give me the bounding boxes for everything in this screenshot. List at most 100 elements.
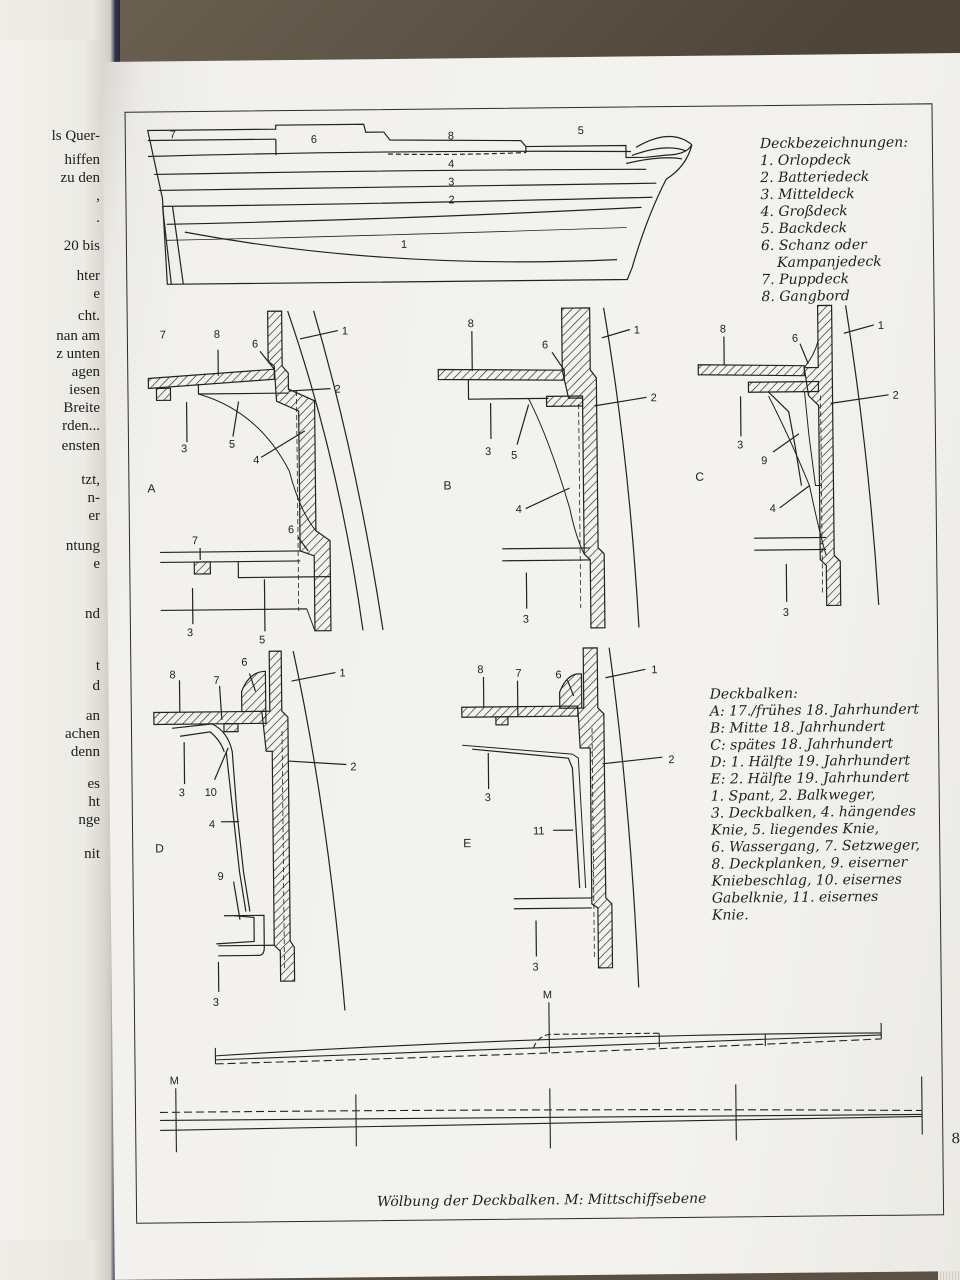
section-e xyxy=(461,647,663,988)
beam-legend-item: Gabelknie, 11. eisernes xyxy=(711,888,879,907)
section-letter: B xyxy=(443,478,451,492)
left-page-text-line: nan am xyxy=(56,328,100,344)
left-page-text-line: nge xyxy=(78,812,100,828)
callout-label: 7 xyxy=(160,329,166,341)
camber-label-m-left: M xyxy=(170,1075,179,1087)
callout-label: 1 xyxy=(878,320,884,332)
beam-legend-item: C: spätes 18. Jahrhundert xyxy=(710,735,894,754)
callout-label: 8 xyxy=(214,329,220,341)
callout-label: 3 xyxy=(181,443,187,455)
callout-label: 3 xyxy=(783,607,789,619)
callout-label: 3 xyxy=(179,787,185,799)
figure-frame: 7 6 8 5 4 3 2 1 xyxy=(124,103,945,1224)
beam-legend-title: Deckbalken: xyxy=(709,685,798,703)
beam-legend: Deckbalken: A: 17./frühes 18. Jahrhunder… xyxy=(710,684,922,924)
left-page-text-line: agen xyxy=(71,364,100,380)
callout-label: 5 xyxy=(229,439,235,451)
left-page-text-line: es xyxy=(87,776,101,792)
left-page-text-line: Breite xyxy=(63,400,100,416)
left-page-text-line: iesen xyxy=(69,382,100,398)
callout-label: 3 xyxy=(737,439,743,451)
deck-legend-item: 6. Schanz oder xyxy=(760,237,867,255)
left-page-text-line: nd xyxy=(85,606,100,622)
callout-label: 6 xyxy=(555,669,561,681)
deck-legend-item: 3. Mitteldeck xyxy=(760,186,855,204)
left-page-text-line: n- xyxy=(87,490,101,506)
left-page-text-line: zu den xyxy=(60,170,100,186)
beam-legend-item: 6. Wassergang, 7. Setzweger, xyxy=(711,837,921,856)
section-a xyxy=(147,310,384,632)
callout-label: 6 xyxy=(542,339,548,351)
callout-label: 3 xyxy=(213,997,219,1009)
callout-label: 9 xyxy=(217,871,223,883)
hull-label: 3 xyxy=(448,176,454,188)
hull-label: 4 xyxy=(448,158,454,170)
left-page-text-line: ntung xyxy=(65,538,100,554)
left-page-text-line: denn xyxy=(70,744,100,760)
hull-label: 8 xyxy=(448,130,454,142)
callout-label: 2 xyxy=(334,384,340,396)
left-page-text-line: e xyxy=(93,286,100,302)
callout-label: 8 xyxy=(477,664,483,676)
callout-label: 2 xyxy=(892,390,898,402)
section-c xyxy=(697,304,889,607)
hull-profile xyxy=(146,123,693,285)
left-page-text-line: ht xyxy=(88,794,100,810)
callout-label: 1 xyxy=(651,664,657,676)
callout-label: 1 xyxy=(339,667,345,679)
callout-label: 4 xyxy=(209,819,215,831)
camber-label-m-top: M xyxy=(543,989,552,1001)
callout-label: 5 xyxy=(259,634,265,646)
left-page-text-line: 20 bis xyxy=(63,238,100,254)
left-page-text-line: hiffen xyxy=(64,152,100,168)
section-e-labels: 8 7 6 1 2 3 11 3 E xyxy=(463,664,674,974)
deck-legend-item: 7. Puppdeck xyxy=(761,271,850,289)
hull-labels: 7 6 8 5 4 3 2 1 xyxy=(170,125,584,251)
ship-diagram: 7 6 8 5 4 3 2 1 xyxy=(146,123,923,1153)
callout-label: 8 xyxy=(468,318,474,330)
left-page-text-line: d xyxy=(92,678,101,694)
deck-legend-item: 1. Orlopdeck xyxy=(759,152,852,170)
deck-legend-title: Deckbezeichnungen: xyxy=(759,134,909,153)
section-d-labels: 8 6 7 1 2 3 10 4 9 3 D xyxy=(155,657,356,1009)
section-a-labels: 7 8 6 1 2 3 5 4 7 6 3 5 A xyxy=(147,325,348,646)
left-page-text-line: , xyxy=(96,188,100,204)
left-page-text-line: er xyxy=(88,508,100,524)
beam-legend-item: D: 1. Hälfte 19. Jahrhundert xyxy=(710,752,911,771)
left-page-text-line: cht. xyxy=(77,308,100,324)
left-page-text-line: an xyxy=(85,708,100,724)
beam-legend-item: Knie, 5. liegendes Knie, xyxy=(710,820,880,839)
hull-label: 2 xyxy=(448,194,454,206)
right-page: 7 6 8 5 4 3 2 1 xyxy=(102,53,960,1280)
hull-label: 1 xyxy=(401,239,407,251)
callout-label: 4 xyxy=(770,503,776,515)
callout-label: 2 xyxy=(350,761,356,773)
callout-label: 3 xyxy=(523,614,529,626)
callout-label: 11 xyxy=(533,825,545,837)
figure-caption: Wölbung der Deckbalken. M: Mittschiffseb… xyxy=(376,1190,707,1211)
hull-label: 6 xyxy=(311,134,317,146)
left-page-text-line: ls Quer- xyxy=(51,128,100,144)
section-letter: A xyxy=(147,481,155,495)
hull-label: 5 xyxy=(578,125,584,137)
callout-label: 6 xyxy=(252,338,258,350)
left-page-text-line: hter xyxy=(76,268,100,284)
beam-legend-item: A: 17./frühes 18. Jahrhundert xyxy=(709,701,920,720)
beam-legend-item: 1. Spant, 2. Balkweger, xyxy=(710,786,876,805)
callout-label: 6 xyxy=(241,657,247,669)
callout-label: 9 xyxy=(761,455,767,467)
callout-label: 1 xyxy=(634,324,640,336)
camber-diagram xyxy=(159,1002,923,1153)
section-b-labels: 8 6 1 2 3 5 4 3 B xyxy=(443,318,656,626)
callout-label: 4 xyxy=(516,504,522,516)
hull-label: 7 xyxy=(170,129,176,141)
callout-label: 3 xyxy=(485,446,491,458)
left-page-text-line: z unten xyxy=(56,346,100,362)
callout-label: 6 xyxy=(792,333,798,345)
beam-legend-item: Kniebeschlag, 10. eisernes xyxy=(711,871,903,890)
beam-legend-item: E: 2. Hälfte 19. Jahrhundert xyxy=(710,769,910,788)
left-page-text-line: e xyxy=(93,556,100,572)
callout-label: 7 xyxy=(515,668,521,680)
